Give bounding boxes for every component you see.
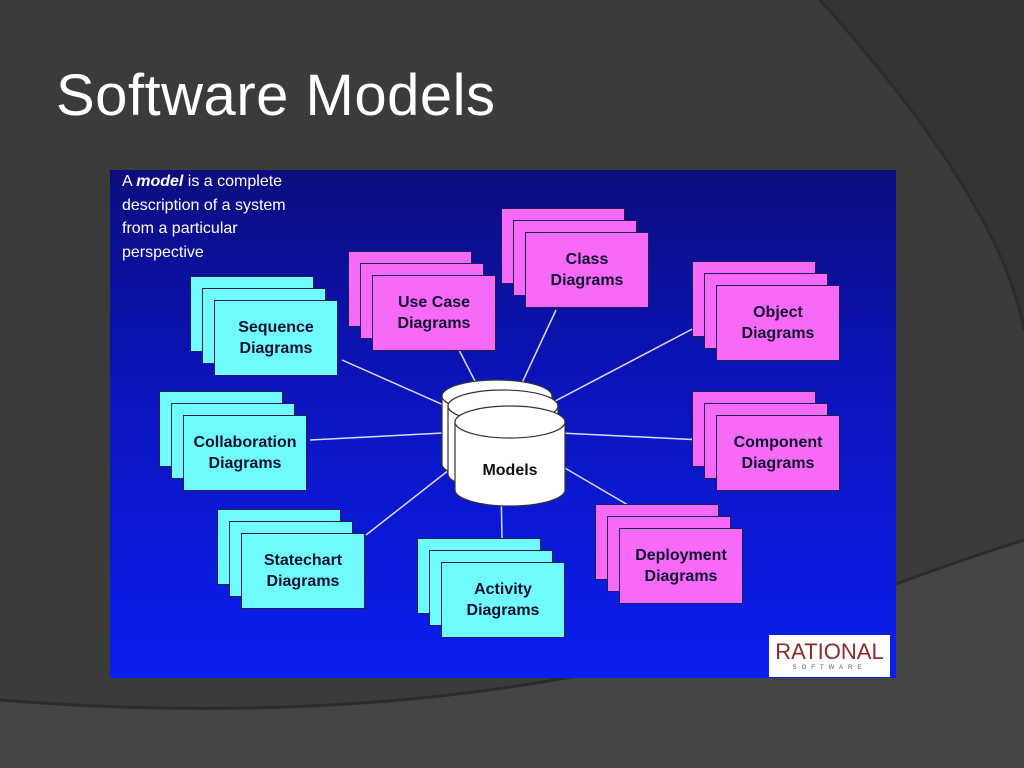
card-label: Statechart Diagrams	[263, 552, 343, 590]
cylinder-front	[454, 405, 566, 507]
card-statechart: Statechart Diagrams	[241, 533, 365, 609]
rational-logo: RATIONAL SOFTWARE	[769, 635, 890, 677]
diagram-panel: A model is a complete description of a s…	[110, 170, 896, 678]
model-definition-text: A model is a complete description of a s…	[122, 170, 322, 264]
card-use-case: Use Case Diagrams	[372, 275, 496, 351]
card-label: Deployment Diagrams	[635, 547, 727, 585]
intro-rest: is a complete description of a system fr…	[122, 173, 286, 261]
card-object: Object Diagrams	[716, 285, 840, 361]
card-label: Object Diagrams	[741, 304, 815, 342]
card-label: Component Diagrams	[733, 434, 823, 472]
card-label: Activity Diagrams	[466, 581, 540, 619]
card-class: Class Diagrams	[525, 232, 649, 308]
intro-emphasis: model	[136, 173, 184, 190]
connector-lines	[309, 309, 703, 541]
models-label: Models	[482, 462, 538, 479]
card-deployment: Deployment Diagrams	[619, 528, 743, 604]
card-label: Class Diagrams	[550, 251, 624, 289]
rational-logo-subtitle: SOFTWARE	[792, 665, 867, 671]
slide-title: Software Models	[56, 63, 496, 128]
card-activity: Activity Diagrams	[441, 562, 565, 638]
rational-logo-word: RATIONAL	[775, 639, 884, 664]
intro-prefix: A	[122, 173, 137, 190]
card-label: Use Case Diagrams	[397, 294, 471, 332]
card-label: Sequence Diagrams	[238, 319, 314, 357]
models-cylinder-stack	[441, 379, 566, 507]
card-sequence: Sequence Diagrams	[214, 300, 338, 376]
card-label: Collaboration Diagrams	[193, 434, 297, 472]
card-collaboration: Collaboration Diagrams	[183, 415, 307, 491]
card-component: Component Diagrams	[716, 415, 840, 491]
